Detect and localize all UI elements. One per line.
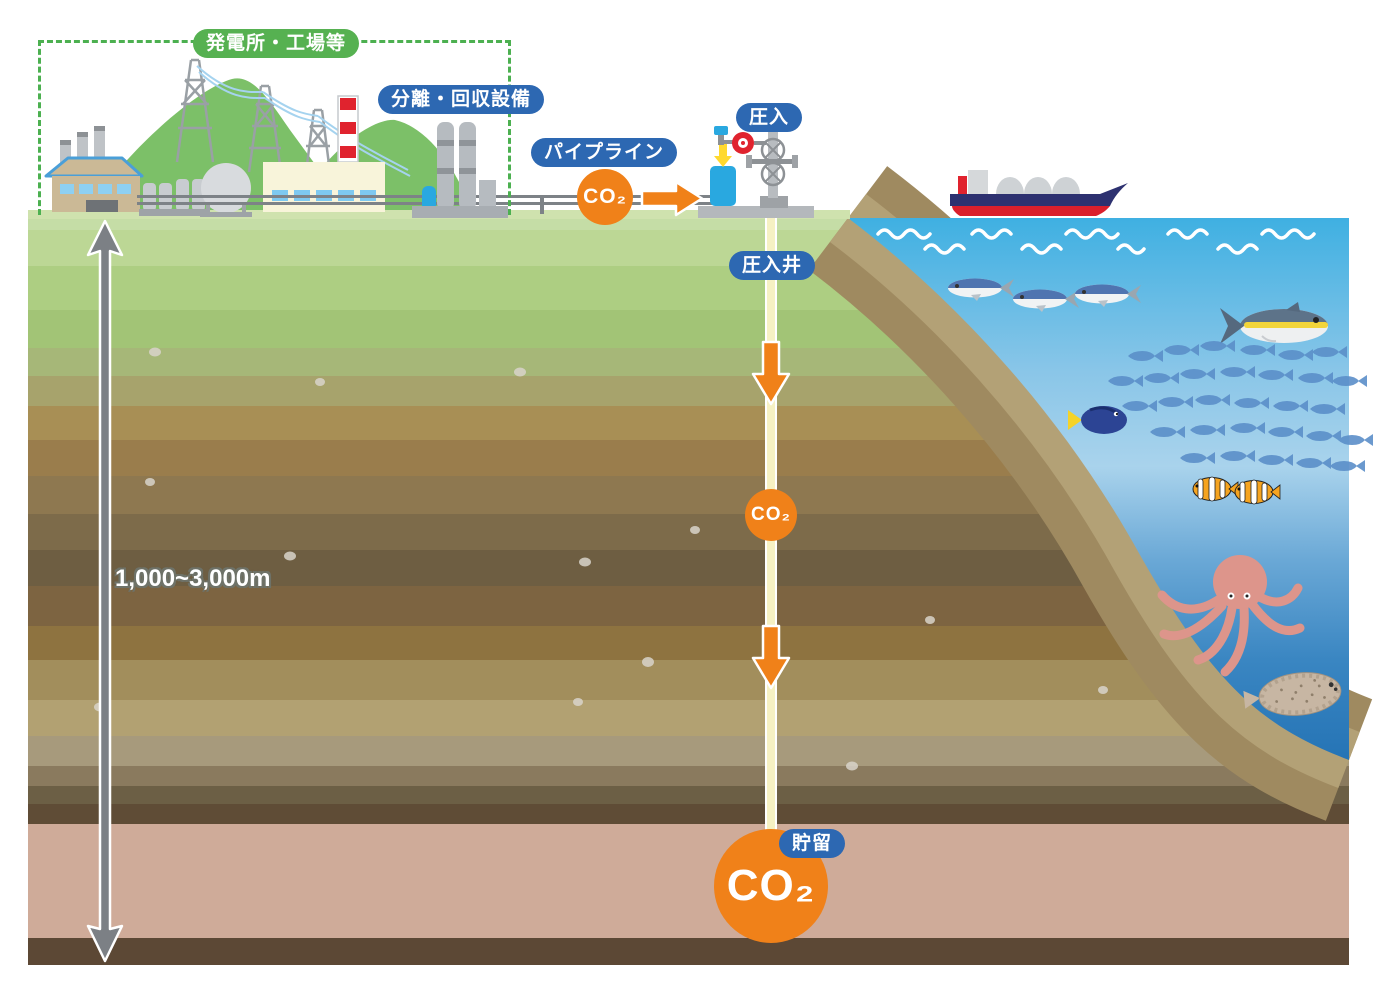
octopus-icon: [1157, 555, 1305, 677]
blue-tang-fish-icon: [1068, 406, 1127, 434]
flounder-icon: [1243, 672, 1342, 716]
power-plant-building-icon: [44, 126, 144, 212]
co2-down-arrows: [751, 340, 791, 690]
lng-ship-icon: [950, 170, 1128, 216]
separation-recovery-unit-icon: [412, 122, 508, 218]
pipeline-badge: パイプライン: [531, 138, 678, 167]
ground-layer: [28, 938, 1349, 965]
transmission-tower-icons: [175, 58, 334, 189]
ground-layer: [28, 766, 1349, 786]
ground-layer: [28, 804, 1349, 824]
flow-arrow-right: [640, 180, 704, 217]
injection-well-badge: 圧入井: [729, 251, 816, 280]
depth-double-arrow: [86, 219, 124, 963]
clownfish-icons: [1192, 476, 1281, 505]
ground-layer: [28, 700, 1349, 736]
power-plant-area-badge: 発電所・工場等: [193, 29, 360, 58]
co2-pipeline-marker: CO₂: [577, 169, 633, 225]
power-plant-area-outline: [38, 40, 511, 215]
ground-strata: [28, 218, 1349, 965]
yellowtail-fish-icon: [1220, 302, 1328, 344]
separation-recovery-badge: 分離・回収設備: [378, 85, 545, 114]
co2-storage-marker: CO₂: [714, 829, 828, 943]
storage-badge: 貯留: [779, 829, 846, 858]
sphere-tank-icon: [200, 163, 252, 217]
ground-layer: [28, 786, 1349, 804]
sea-waves: [876, 228, 1316, 255]
pebbles: [94, 347, 1108, 771]
depth-range-label: 1,000~3,000m: [115, 565, 271, 592]
power-line-wires: [196, 65, 411, 177]
ground-layer: [28, 660, 1349, 700]
injection-badge: 圧入: [736, 103, 803, 132]
ground-layer: [28, 736, 1349, 766]
co2-midway-marker: CO₂: [745, 489, 797, 541]
injection-facility-icon: [698, 117, 814, 218]
ground-layer: [28, 824, 1349, 938]
